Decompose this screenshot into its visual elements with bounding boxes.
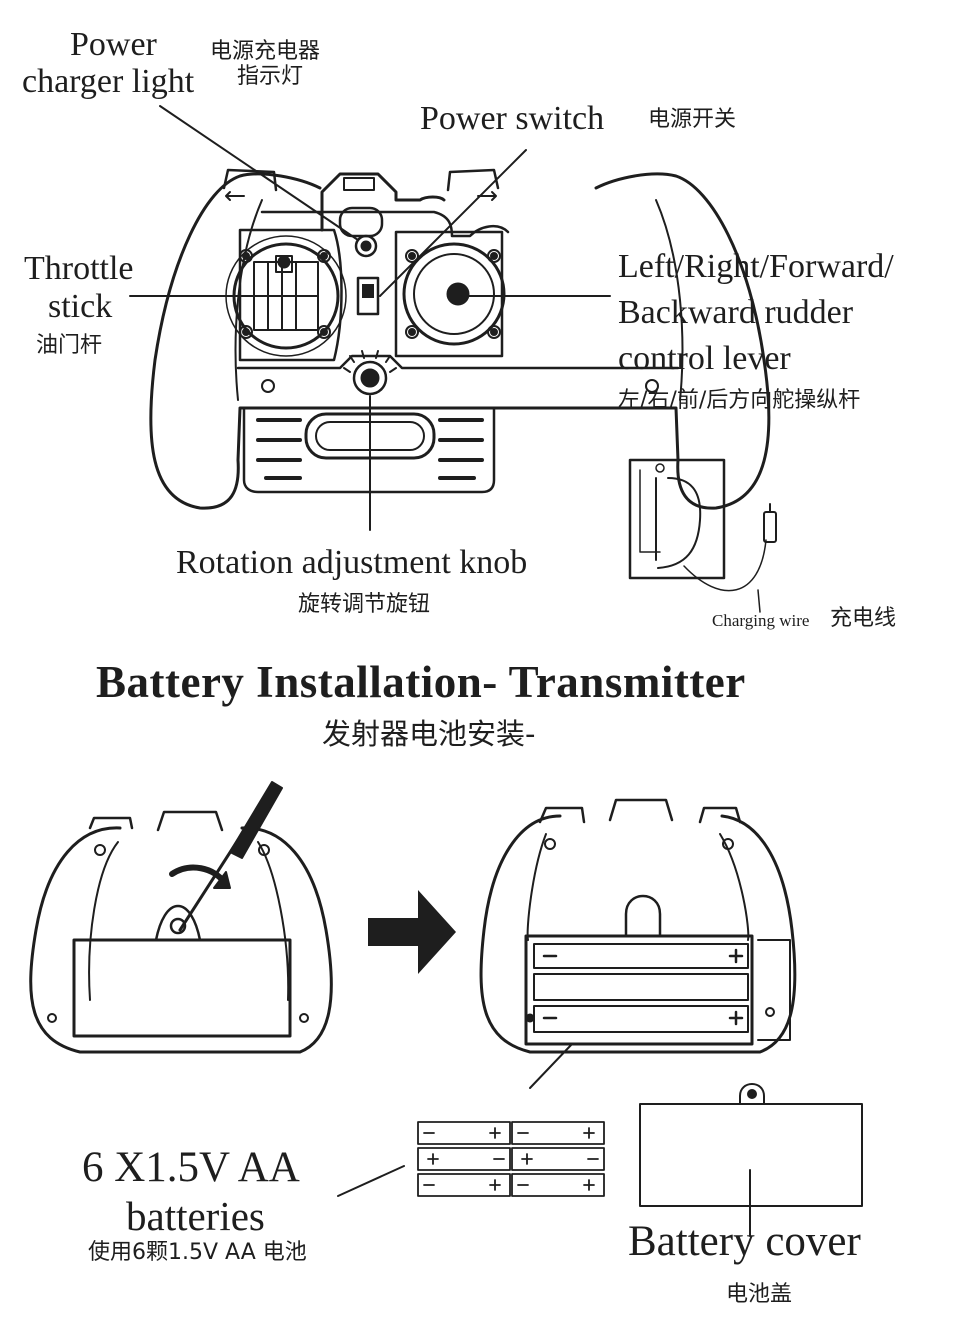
batteries-label-line1: 6 X1.5V AA — [82, 1144, 300, 1191]
throttle-stick-cn-label: 油门杆 — [36, 333, 103, 358]
rotation-knob-label: Rotation adjustment knob — [176, 544, 528, 581]
battery-cover-cn-label: 电池盖 — [726, 1282, 793, 1307]
charging-wire-label: Charging wire — [712, 611, 810, 630]
rudder-lever-cn-label: 左/右/前/后方向舵操纵杆 — [618, 388, 861, 413]
batteries-cn-label: 使用6颗1.5V AA 电池 — [88, 1240, 307, 1265]
battery-installation-title: Battery Installation- Transmitter — [96, 657, 746, 707]
charging-port-inset — [628, 458, 777, 613]
power-switch-label: Power switch — [420, 100, 605, 137]
battery-cover-label: Battery cover — [628, 1218, 861, 1265]
transmitter-front-view — [149, 168, 771, 510]
power-switch-cn-label: 电源开关 — [648, 107, 737, 132]
rudder-lever-label-line1: Left/Right/Forward/ — [618, 248, 894, 285]
batteries-label-line2: batteries — [126, 1193, 265, 1239]
battery-cover-piece — [639, 1083, 863, 1237]
leader-lines-top — [129, 105, 611, 531]
rudder-lever-label-line3: control lever — [618, 340, 791, 377]
aa-batteries-group — [337, 1121, 605, 1197]
charging-wire-cn-label: 充电线 — [830, 606, 897, 631]
power-charger-light-label-line2: charger light — [22, 63, 195, 100]
power-charger-light-cn-line2: 指示灯 — [237, 64, 304, 89]
arrow-right-icon — [368, 890, 456, 974]
power-charger-light-label-line1: Power — [70, 26, 157, 63]
rotation-knob-cn-label: 旋转调节旋钮 — [298, 592, 431, 617]
throttle-stick-label-line2: stick — [48, 288, 113, 325]
transmitter-back-open-cover — [29, 781, 333, 1054]
battery-installation-title-cn: 发射器电池安装- — [322, 717, 536, 751]
transmitter-back-battery-bay — [479, 798, 797, 1089]
throttle-stick-label-line1: Throttle — [24, 250, 134, 287]
power-charger-light-cn-line1: 电源充电器 — [210, 39, 321, 64]
rudder-lever-label-line2: Backward rudder — [618, 294, 854, 331]
